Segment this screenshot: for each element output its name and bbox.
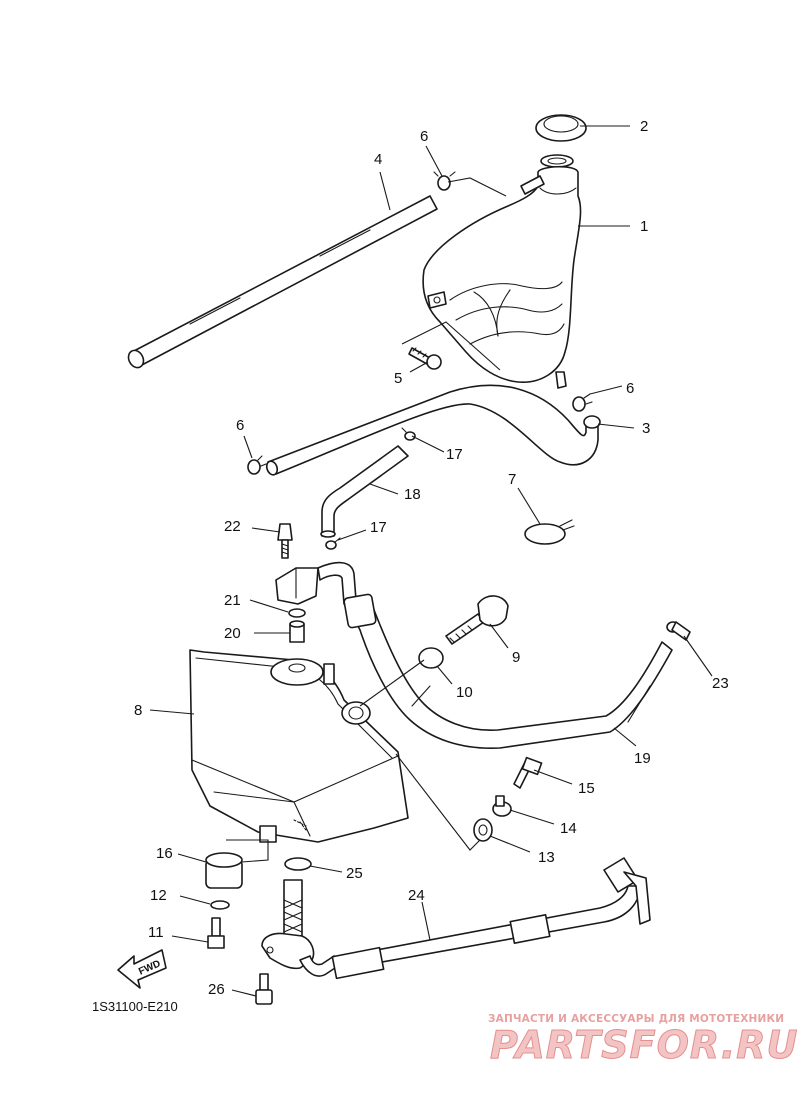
callout-14: 14 (560, 820, 577, 837)
callout-6: 6 (626, 380, 634, 397)
part-16-damper (205, 852, 243, 889)
callout-12: 12 (150, 887, 167, 904)
callout-2: 2 (640, 118, 648, 135)
callout-6: 6 (420, 128, 428, 145)
callout-numbers: 2 1 4 6 5 6 3 6 17 18 7 22 17 21 20 9 10… (134, 118, 729, 998)
part-12-washer (210, 900, 230, 910)
part-2-cap (535, 114, 587, 168)
part-11-bolt (207, 917, 225, 949)
part-5-bolt (408, 347, 442, 370)
part-20-collar (289, 620, 305, 643)
callout-6: 6 (236, 417, 244, 434)
bracket (275, 561, 357, 605)
callout-5: 5 (394, 370, 402, 387)
callout-26: 26 (208, 981, 225, 998)
part-1-reservoir-tank (422, 165, 582, 389)
part-25-o-ring (284, 857, 312, 871)
callout-19: 19 (634, 750, 651, 767)
callout-22: 22 (224, 518, 241, 535)
callout-24: 24 (408, 887, 425, 904)
part-21-washer (288, 608, 306, 618)
callout-18: 18 (404, 486, 421, 503)
callout-15: 15 (578, 780, 595, 797)
callout-13: 13 (538, 849, 555, 866)
callout-1: 1 (640, 218, 648, 235)
part-14-collar (492, 795, 512, 817)
part-26-bolt (255, 973, 273, 1005)
part-22-bolt (277, 523, 293, 559)
part-6-clip-right (572, 393, 593, 412)
callout-11: 11 (148, 924, 164, 941)
callout-10: 10 (456, 684, 473, 701)
callout-21: 21 (224, 592, 241, 609)
callout-8: 8 (134, 702, 142, 719)
part-17-clip-upper (401, 427, 416, 441)
part-19-filler-pipe (343, 593, 673, 749)
part-6-clip-upper (433, 171, 456, 191)
fuel-strainer-pipe (261, 879, 339, 977)
part-4-breather-tube (127, 195, 438, 369)
callout-16: 16 (156, 845, 173, 862)
part-8-fuel-tank (189, 649, 409, 843)
part-10-o-ring (418, 647, 444, 669)
callout-9: 9 (512, 649, 520, 666)
part-15-bolt (513, 756, 543, 789)
part-7-clamp (524, 519, 575, 545)
part-17-clip-lower (325, 537, 341, 550)
leader-lines (149, 125, 713, 997)
part-23-fitting (666, 621, 691, 641)
part-3-hose (265, 384, 601, 476)
callout-7: 7 (508, 471, 516, 488)
callout-23: 23 (712, 675, 729, 692)
watermark-tagline: ЗАПЧАСТИ И АКСЕССУАРЫ ДЛЯ МОТОТЕХНИКИ (488, 1013, 784, 1025)
callout-4: 4 (374, 151, 382, 168)
watermark: ЗАПЧАСТИ И АКСЕССУАРЫ ДЛЯ МОТОТЕХНИКИ PA… (488, 1013, 798, 1068)
part-9-level-sender (445, 595, 509, 645)
part-13-grommet (473, 818, 493, 842)
callout-25: 25 (346, 865, 363, 882)
callout-20: 20 (224, 625, 241, 642)
callout-17: 17 (446, 446, 463, 463)
diagram-code: 1S31100-E210 (92, 999, 178, 1014)
callout-17: 17 (370, 519, 387, 536)
part-24-fuel-hose (331, 857, 651, 980)
callout-3: 3 (642, 420, 650, 437)
part-18-hose (320, 445, 409, 538)
part-6-clip-left (247, 455, 267, 475)
fwd-arrow-icon: FWD (117, 949, 167, 989)
watermark-logo: PARTSFOR.RU (490, 1023, 798, 1067)
